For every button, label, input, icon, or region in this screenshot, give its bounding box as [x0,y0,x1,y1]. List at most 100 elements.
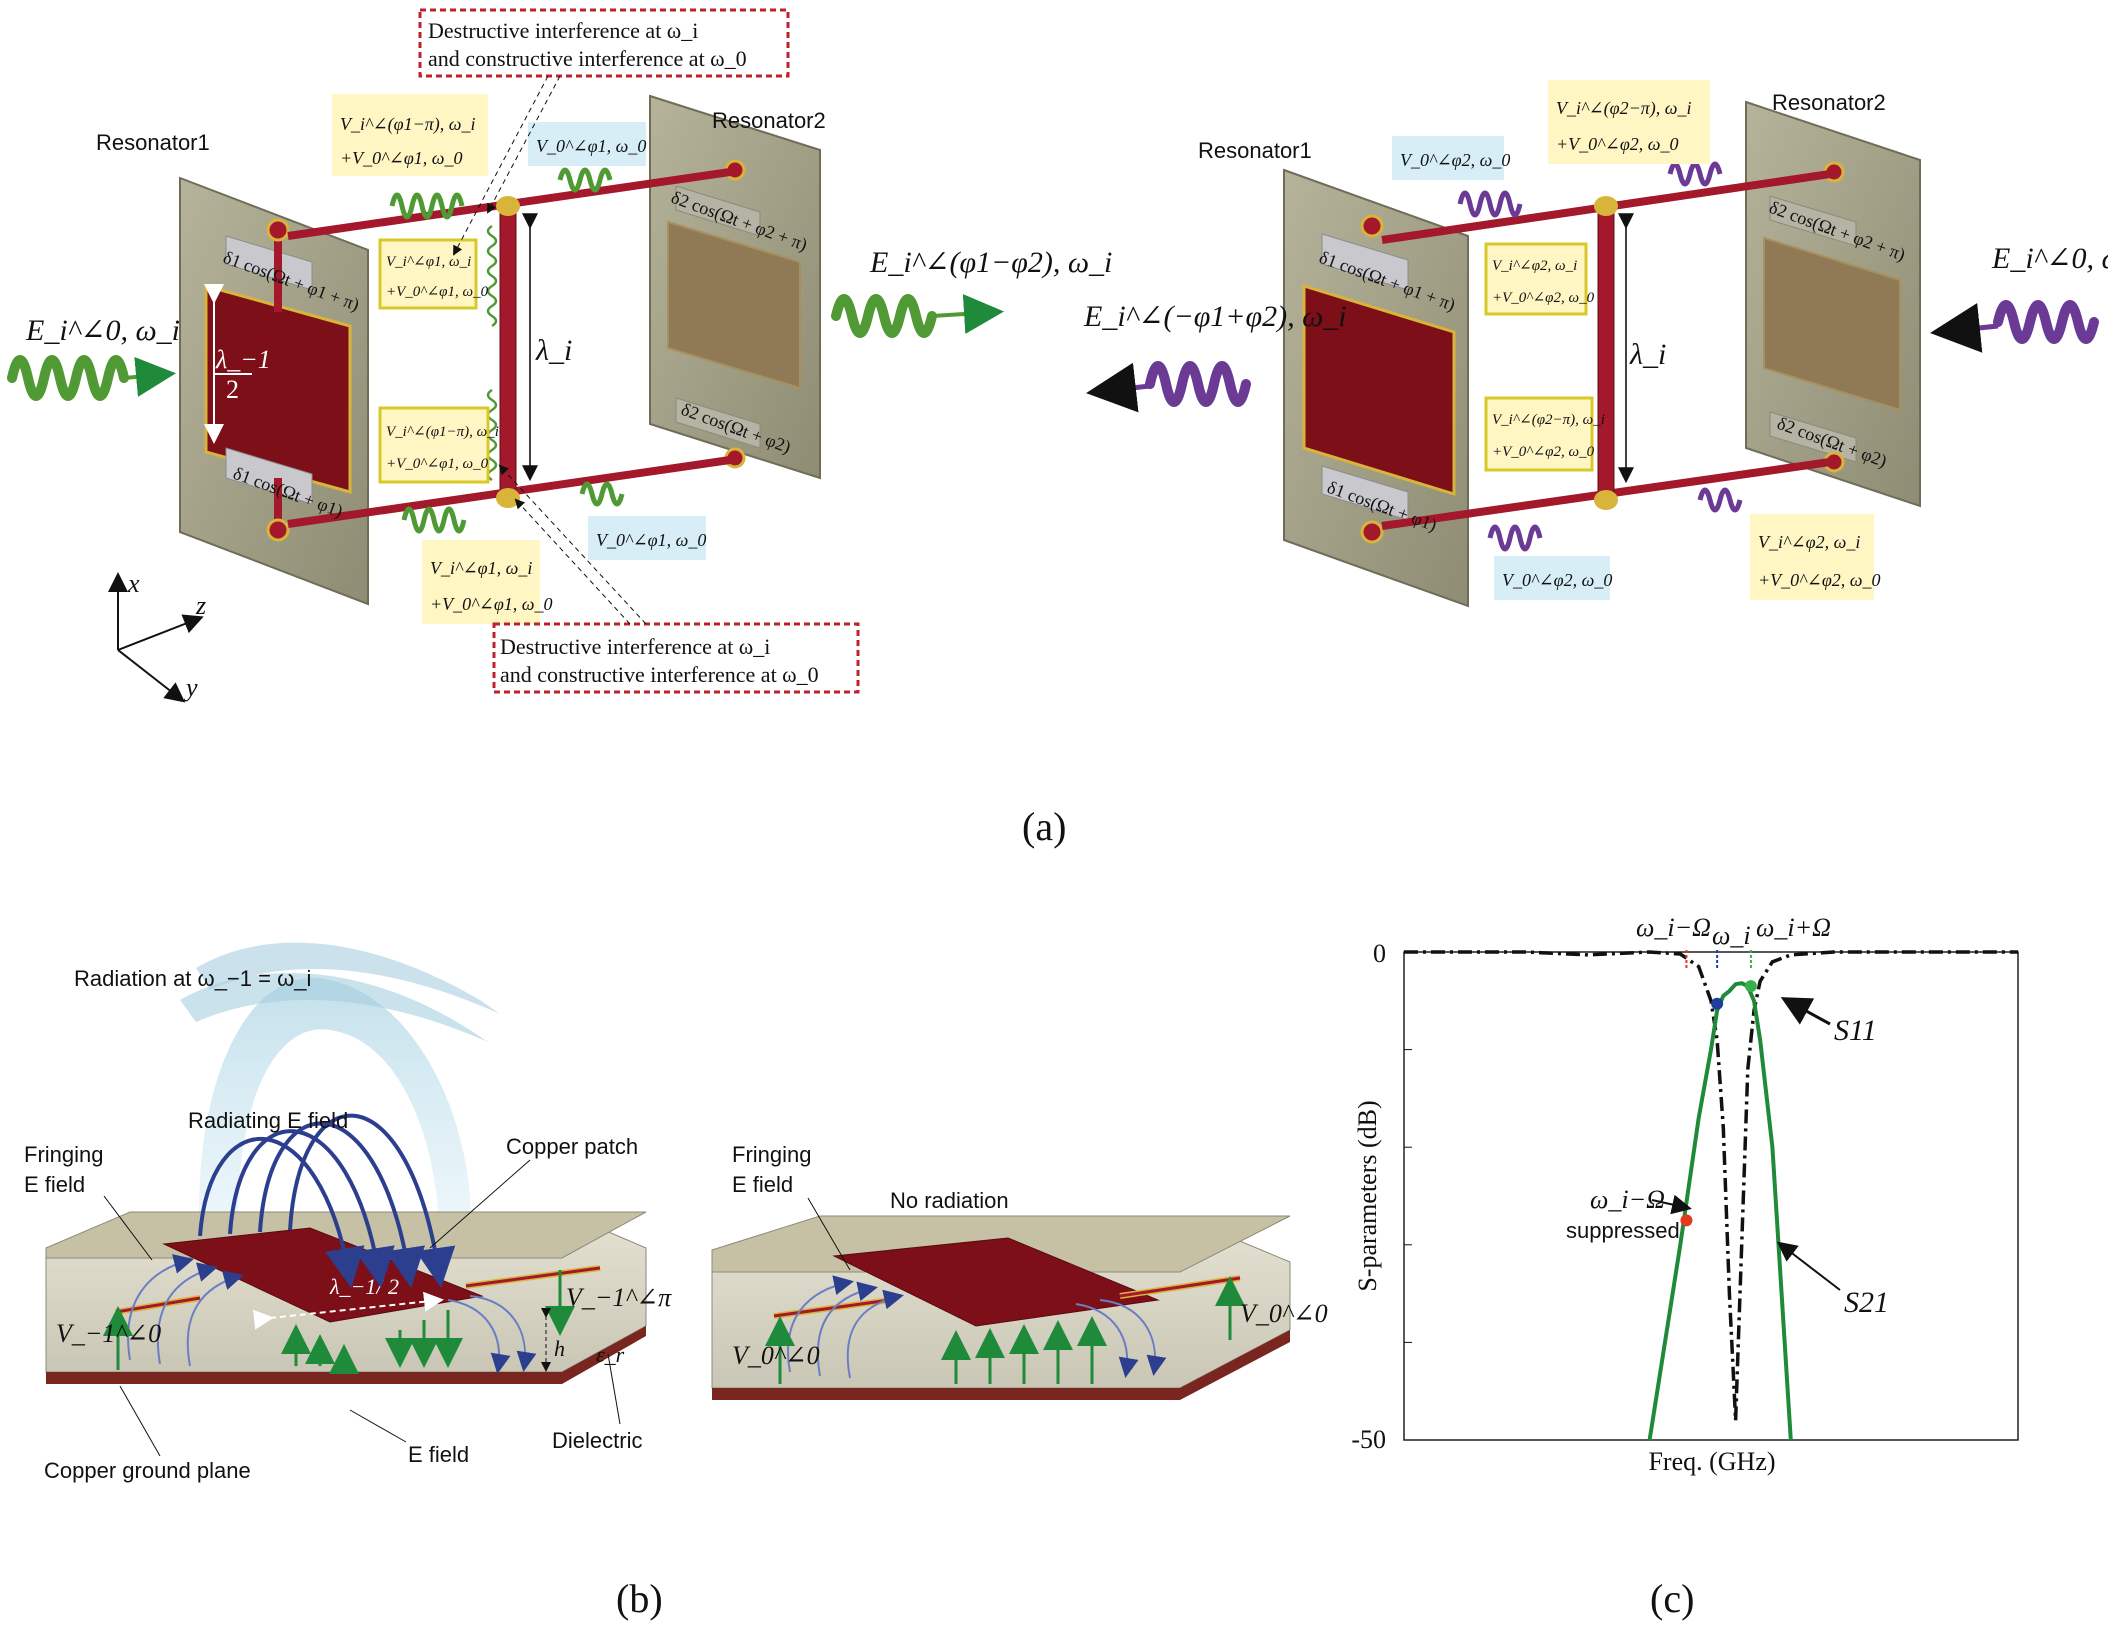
top-box-line2: +V_0^∠φ1, ω_0 [340,148,462,168]
radiating-arc-4 [288,1113,456,1288]
fringing-arc-1 [127,1254,194,1361]
efield-pointer [349,1409,407,1443]
fringing-label-2: E field [24,1172,85,1197]
series-s11-line [1404,950,2018,1421]
radiation-sheet-1 [196,942,500,1014]
patch-dim-line [253,1291,444,1330]
r-top-blue-label: V_0^∠φ2, ω_0 [1400,150,1510,170]
xlabel: Freq. (GHz) [1648,1447,1775,1476]
output-wave-label: E_i^∠(φ1−φ2), ω_i [869,246,1112,279]
caption-b: (b) [616,1576,663,1621]
r-ground-plane [712,1330,1290,1400]
feed-right [465,1266,601,1288]
mid-box-lower-line2: +V_0^∠φ1, ω_0 [386,456,489,472]
port-bottom [266,518,290,542]
series-s21-line [1647,981,1793,1441]
callout-top-line2: and constructive interference at ω_0 [428,46,747,71]
patch-label-num: λ_−1 [215,345,271,374]
marker-right-label: ω_i+Ω [1756,913,1831,942]
mod2-strip-top [675,185,761,237]
chart-gridlines [1404,1049,1412,1343]
chart-markers [1680,950,1757,1227]
panel-b-left: λ_−1/ 2 Radiation at [24,942,672,1483]
r-port-bottom [1360,520,1384,544]
r-mod2-strip-bottom [1769,411,1857,463]
mod-strip-top [225,235,313,291]
marker-point-3 [1744,980,1757,993]
lambda-i-label: λ_i [535,334,572,367]
r-top-box-line1: V_i^∠(φ2−π), ω_i [1556,98,1692,119]
r-bottom-blue-box [1494,556,1610,600]
r-top-yellow-box [1548,80,1710,164]
efield-arrows [103,1270,575,1374]
copper-patch-label: Copper patch [506,1134,638,1159]
r-fringing-arc-4 [1099,1299,1167,1376]
patch-dim-label: λ_−1/ 2 [329,1274,399,1299]
mid-box-upper-line1: V_i^∠φ1, ω_i [386,254,471,270]
coordinate-axes: x z y [108,569,206,703]
port-top [266,218,290,242]
r-top-box-line2: +V_0^∠φ2, ω_0 [1556,134,1678,154]
fringing-label-1: Fringing [24,1142,103,1167]
ylabel: S-parameters (dB) [1353,1100,1382,1291]
mid-box-lower [378,406,490,484]
annotation-2: suppressed [1566,1218,1680,1243]
panel-b-right: Fringing E field No radiation V_0^∠0 V_0… [711,1142,1328,1400]
s11-label: S11 [1834,1014,1877,1047]
radiation-sheet-2 [180,972,488,1042]
top-box-line1: V_i^∠(φ1−π), ω_i [340,114,476,135]
r-fringing-label-2: E field [732,1172,793,1197]
top-blue-label: V_0^∠φ1, ω_0 [536,136,646,156]
resonator2-patch [667,220,801,390]
ground-pointer [119,1385,161,1457]
junction-bottom [496,488,520,508]
callout-bottom [492,622,860,694]
input-wave-green [7,355,129,401]
resonator1-label: Resonator1 [96,130,210,155]
r-lambda-i-label: λ_i [1629,338,1666,371]
axis-z-arrow [117,614,204,651]
axis-x-label: x [127,569,140,598]
r-fringing-label-1: Fringing [732,1142,811,1167]
axis-y-arrow [117,649,186,703]
r-mid-box-upper-line1: V_i^∠φ2, ω_i [1492,258,1577,274]
standing-wave-upper [486,224,498,328]
output-wave-arrow [931,294,1004,334]
panel-a-right: λ_i Resonator1 Resonator2 E_i^∠(−φ1+φ2),… [1083,80,2108,608]
h-label: h [554,1336,565,1361]
r-resonator1-patch [1302,283,1456,497]
radiating-field-label: Radiating E field [188,1108,348,1133]
r-port-top [1360,214,1384,238]
wave-top-left [389,192,465,220]
chart-series [1404,950,2018,1441]
dielectric-label: Dielectric [552,1428,642,1453]
r-efield-arrows [765,1276,1245,1384]
r-junction-bottom [1594,490,1618,510]
r-mod2-strip-top [1769,195,1857,247]
callout-top-pointer-1 [487,75,561,214]
bottom-blue-box [588,516,706,560]
marker-center-label: ω_i [1712,921,1751,950]
top-blue-box [528,122,646,166]
v-left-label: V_−1^∠0 [56,1319,161,1348]
r-resonator2-label: Resonator2 [1772,90,1886,115]
efield-label: E field [408,1442,469,1467]
r-bottom-box-line2: +V_0^∠φ2, ω_0 [1758,570,1880,590]
r-bottom-yellow-box [1750,514,1874,600]
r-output-wave-purple [1145,361,1251,407]
r-junction-top [1594,196,1618,216]
axis-y-label: y [183,673,198,702]
s-parameter-chart: 0 -50 S-parameters (dB) Freq. (GHz) ω_i−… [1351,913,2019,1476]
radiating-arcs [198,1113,456,1288]
no-radiation-label: No radiation [890,1188,1009,1213]
annotation-pointer [1651,1194,1692,1215]
v-right-label: V_−1^∠π [566,1283,672,1312]
r-fringing-arcs [787,1275,1167,1379]
input-wave-label: E_i^∠0, ω_i [25,314,180,347]
r-feed-left [773,1298,891,1318]
callout-bottom-pointer-1 [514,498,631,625]
r-output-wave-label: E_i^∠(−φ1+φ2), ω_i [1083,300,1347,333]
fringing-pointer [103,1195,153,1261]
output-wave-green [831,294,937,338]
r-wave-top-right [1667,161,1723,187]
